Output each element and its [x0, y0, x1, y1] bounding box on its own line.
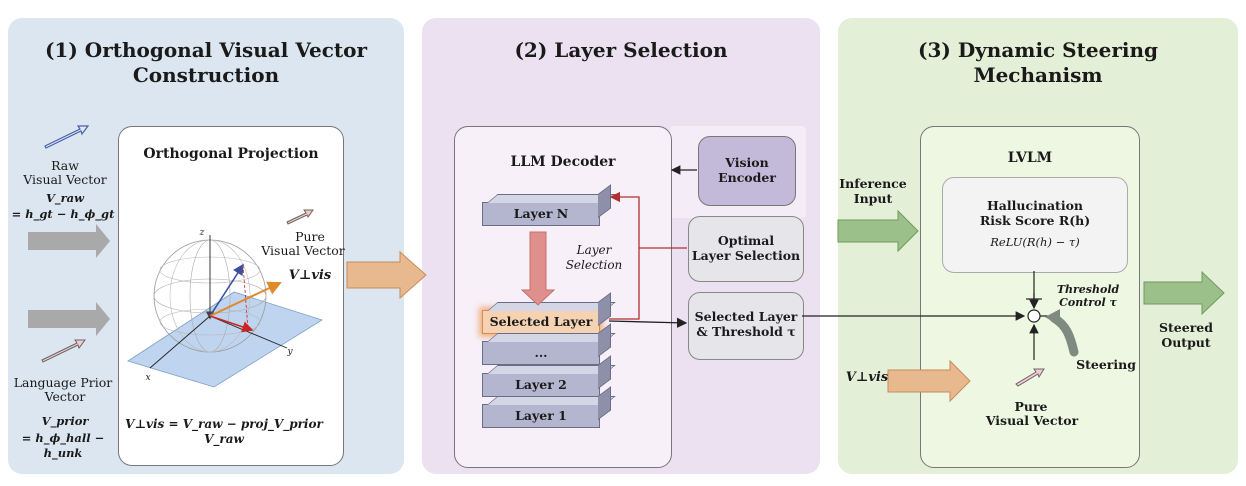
- pure-vector-icon-panel3: [1015, 368, 1045, 387]
- pure-vector-line1: Pure: [1014, 399, 1048, 414]
- axis-z-label: z: [199, 228, 205, 238]
- llm-decoder-title: LLM Decoder: [510, 154, 616, 170]
- projection-sphere: [127, 235, 323, 388]
- optimal-line2: Layer Selection: [691, 248, 801, 263]
- vision-encoder-box: Vision Encoder: [698, 136, 796, 206]
- selected-layer: Selected Layer: [482, 310, 600, 334]
- steering-arrowhead: [1045, 309, 1060, 326]
- raw-vector-icon: [44, 125, 90, 149]
- risk-line1: Hallucination: [987, 198, 1083, 213]
- panel1-title-line2: Construction: [132, 63, 280, 87]
- layer-n: Layer N: [482, 202, 600, 226]
- lvlm-title: LVLM: [1007, 150, 1053, 166]
- axis-y-label: y: [287, 347, 293, 357]
- steered-output-arrow: [1143, 270, 1225, 316]
- inference-input-arrow: [837, 209, 919, 253]
- pure-label-line2: Visual Vector: [261, 243, 345, 258]
- threshold-line2: Control τ: [1059, 296, 1117, 309]
- prior-eq-line1: V_prior: [41, 414, 89, 428]
- inference-line1: Inference: [839, 176, 907, 191]
- panel1-to-panel2-arrow: [346, 250, 427, 300]
- vis-symbol-panel1: V⊥vis: [288, 268, 332, 283]
- axis-x-label: x: [145, 373, 151, 383]
- projection-formula: V⊥vis = V_raw − proj_V_prior V_raw: [125, 417, 323, 446]
- vis-symbol-panel3: V⊥vis: [845, 370, 889, 385]
- orthogonal-projection-title: Orthogonal Projection: [143, 146, 319, 162]
- vision-encoder-line1: Vision: [725, 155, 769, 170]
- panel-orthogonal-construction: (1) Orthogonal Visual Vector Constructio…: [8, 18, 404, 474]
- optimal-line1: Optimal: [717, 233, 775, 248]
- pure-vector-line2: Visual Vector: [985, 413, 1079, 428]
- prior-input-arrow: [28, 302, 110, 336]
- steered-line2: Output: [1161, 335, 1211, 350]
- vision-encoder-line2: Encoder: [718, 170, 776, 185]
- layer-selection-down-arrow: [520, 231, 556, 306]
- prior-label-line2: Vector: [44, 389, 86, 404]
- risk-formula: ReLU(R(h) − τ): [990, 235, 1080, 249]
- pure-vector-icon-panel1: [286, 209, 314, 225]
- panel1-title-line1: (1) Orthogonal Visual Vector: [44, 38, 368, 62]
- threshold-line1: Threshold: [1056, 283, 1120, 296]
- panel3-title-line2: Mechanism: [973, 63, 1103, 87]
- panel2-title: (2) Layer Selection: [514, 38, 728, 62]
- prior-vector-icon: [41, 339, 86, 363]
- steering-label: Steering: [1076, 357, 1136, 372]
- inference-line2: Input: [853, 191, 893, 206]
- selected-line1: Selected Layer: [694, 309, 798, 324]
- raw-eq-line1: V_raw: [45, 191, 85, 205]
- prior-eq-line2: = h_ϕ_hall − h_unk: [21, 431, 105, 460]
- layer-1: Layer 1: [482, 404, 600, 428]
- selected-layer-threshold-box: Selected Layer & Threshold τ: [688, 292, 804, 360]
- prior-label-line1: Language Prior: [13, 375, 113, 390]
- raw-label-line2: Visual Vector: [23, 172, 107, 187]
- steering-junction: [1026, 271, 1048, 360]
- layer-selection-label: Layer Selection: [565, 243, 623, 272]
- pure-label-line1: Pure: [295, 229, 325, 244]
- panel3-title-line1: (3) Dynamic Steering: [918, 38, 1158, 62]
- risk-score-box: Hallucination Risk Score R(h) ReLU(R(h) …: [942, 177, 1128, 273]
- steered-line1: Steered: [1159, 320, 1213, 335]
- raw-eq-line2: = h_gt − h_ϕ_gt: [11, 207, 115, 221]
- risk-line2: Risk Score R(h): [979, 213, 1091, 228]
- raw-input-arrow: [28, 224, 110, 258]
- vis-input-arrow: [887, 359, 971, 403]
- selection-feedback-line: [609, 191, 640, 320]
- selected-to-threshold-arrow: [608, 317, 688, 328]
- layer-2: Layer 2: [482, 373, 600, 397]
- optimal-layer-selection-box: Optimal Layer Selection: [688, 216, 804, 282]
- raw-label-line1: Raw: [51, 158, 79, 173]
- orthogonal-projection-box: Orthogonal Projection: [118, 126, 344, 466]
- selected-line2: & Threshold τ: [696, 324, 796, 339]
